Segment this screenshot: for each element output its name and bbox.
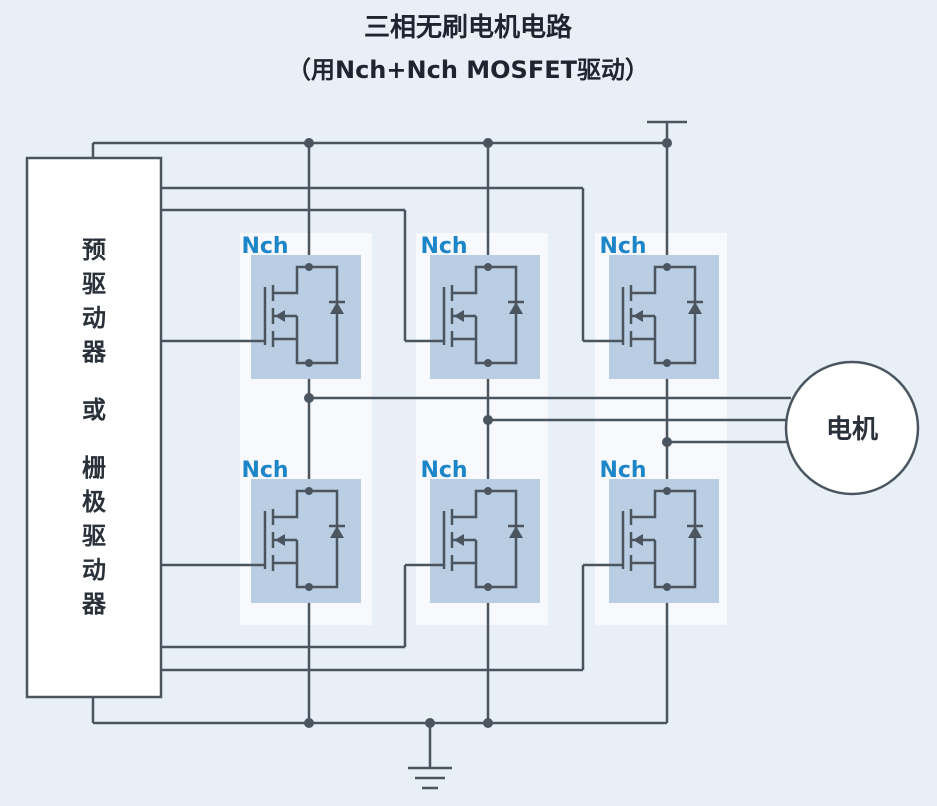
- motor-icon: [784, 360, 920, 496]
- mosfet-background: [251, 479, 361, 603]
- nch-label: Nch: [599, 458, 646, 483]
- mosfet-symbol-icon: [430, 487, 524, 591]
- mosfet-background: [430, 479, 540, 603]
- driver-label-char: 或: [82, 396, 106, 424]
- driver-label-char: 器: [81, 338, 107, 366]
- mosfet-symbol-icon: [430, 263, 524, 367]
- mosfet-background: [430, 255, 540, 379]
- ground-icon: [408, 766, 452, 790]
- driver-label-char: 动: [82, 304, 106, 332]
- driver-label-char: 预: [82, 236, 106, 264]
- diagram-title: 三相无刷电机电路: [364, 12, 573, 43]
- driver-label-char: 驱: [82, 270, 106, 298]
- mosfet-symbol-icon: [251, 263, 345, 367]
- wiring: [91, 120, 791, 768]
- junctions: [304, 138, 672, 728]
- mosfet-symbol-icon: [609, 487, 703, 591]
- driver-label-char: 器: [81, 590, 107, 618]
- driver-label: 预 驱 动 器 或 栅 极 驱 动 器: [81, 236, 107, 618]
- driver-label-char: 驱: [82, 522, 106, 550]
- mosfet-background: [609, 479, 719, 603]
- mosfet: Nch: [241, 234, 361, 379]
- driver-box: [25, 156, 163, 699]
- nch-label: Nch: [241, 458, 288, 483]
- nch-label: Nch: [420, 234, 467, 259]
- driver-label-char: 动: [82, 556, 106, 584]
- motor-label: 电机: [826, 415, 878, 445]
- mosfet: Nch: [599, 458, 719, 603]
- mosfet: Nch: [420, 458, 540, 603]
- mosfet-symbol-icon: [251, 487, 345, 591]
- mosfet: Nch: [599, 234, 719, 379]
- diagram-subtitle: （用Nch+Nch MOSFET驱动）: [287, 56, 649, 84]
- driver-label-char: 极: [82, 488, 106, 516]
- mosfet: Nch: [420, 234, 540, 379]
- nch-label: Nch: [599, 234, 646, 259]
- nch-label: Nch: [241, 234, 288, 259]
- nch-label: Nch: [420, 458, 467, 483]
- mosfet-background: [251, 255, 361, 379]
- mosfet-symbol-icon: [609, 263, 703, 367]
- mosfet: Nch: [241, 458, 361, 603]
- mosfet-background: [609, 255, 719, 379]
- driver-label-char: 栅: [82, 454, 106, 482]
